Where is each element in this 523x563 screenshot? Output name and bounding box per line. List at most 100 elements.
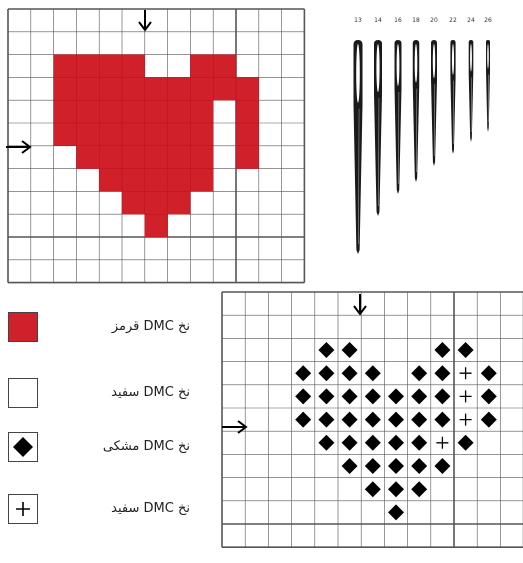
red-cell bbox=[99, 55, 122, 78]
top-arrow-icon bbox=[139, 10, 151, 30]
legend-plus: نخ DMC سفید bbox=[0, 494, 200, 534]
diamond-icon bbox=[318, 342, 334, 358]
red-cell bbox=[76, 146, 99, 169]
legend-label: نخ DMC سفید bbox=[111, 385, 190, 400]
needle-size-label: 18 bbox=[412, 17, 420, 24]
legend-label: نخ DMC مشکی bbox=[103, 439, 190, 454]
diamond-icon bbox=[365, 435, 381, 451]
diamond-icon bbox=[318, 435, 334, 451]
red-cell bbox=[122, 146, 145, 169]
red-cell bbox=[236, 123, 259, 146]
diamond-icon bbox=[481, 388, 497, 404]
red-cell bbox=[190, 100, 213, 123]
diamond-icon bbox=[458, 342, 474, 358]
red-cell bbox=[145, 146, 168, 169]
needle-size-label: 20 bbox=[430, 17, 438, 24]
diamond-icon bbox=[388, 412, 404, 428]
diamond-icon bbox=[411, 458, 427, 474]
plus-icon bbox=[460, 414, 472, 426]
red-cell bbox=[76, 77, 99, 100]
diamond-icon bbox=[365, 388, 381, 404]
diamond-icon bbox=[342, 458, 358, 474]
diamond-icon bbox=[342, 365, 358, 381]
needle-size-label: 24 bbox=[467, 17, 475, 24]
top-arrow-icon bbox=[354, 294, 366, 314]
diamond-icon bbox=[342, 388, 358, 404]
diamond-icon bbox=[365, 481, 381, 497]
legend-label: نخ DMC سفید bbox=[111, 501, 190, 516]
needle-size-label: 22 bbox=[449, 17, 457, 24]
needle-size-label: 26 bbox=[484, 17, 492, 24]
red-cell bbox=[145, 100, 168, 123]
diamond-icon bbox=[12, 436, 34, 458]
red-cell bbox=[190, 146, 213, 169]
diamond-icon bbox=[434, 412, 450, 428]
red-cell bbox=[190, 77, 213, 100]
diamond-icon bbox=[318, 388, 334, 404]
plus-icon bbox=[460, 367, 472, 379]
needle-icon bbox=[486, 40, 490, 132]
red-cell bbox=[145, 169, 168, 192]
red-cell bbox=[190, 123, 213, 146]
red-cell bbox=[190, 169, 213, 192]
red-cell bbox=[54, 55, 77, 78]
diamond-icon bbox=[388, 481, 404, 497]
red-cell bbox=[99, 169, 122, 192]
diamond-icon bbox=[295, 412, 311, 428]
diamond-icon bbox=[342, 435, 358, 451]
red-cell bbox=[54, 123, 77, 146]
diamond-icon bbox=[434, 342, 450, 358]
red-cell bbox=[76, 55, 99, 78]
diamond-icon bbox=[434, 388, 450, 404]
diamond-icon bbox=[434, 365, 450, 381]
red-cell bbox=[168, 123, 191, 146]
red-cell bbox=[54, 100, 77, 123]
diamond-icon bbox=[295, 365, 311, 381]
diamond-icon bbox=[411, 388, 427, 404]
red-cell bbox=[122, 100, 145, 123]
red-cell bbox=[99, 77, 122, 100]
red-cell bbox=[236, 100, 259, 123]
needle-size-label: 13 bbox=[354, 17, 362, 24]
diamond-icon bbox=[388, 504, 404, 520]
diamond-icon bbox=[295, 388, 311, 404]
diamond-icon bbox=[411, 365, 427, 381]
diamond-icon bbox=[388, 435, 404, 451]
diamond-icon bbox=[411, 412, 427, 428]
red-cell bbox=[99, 146, 122, 169]
diamond-swatch bbox=[8, 432, 38, 462]
diamond-icon bbox=[365, 458, 381, 474]
red-cell bbox=[122, 191, 145, 214]
needle-icon bbox=[450, 40, 455, 154]
diamond-icon bbox=[342, 342, 358, 358]
red-cell bbox=[168, 77, 191, 100]
red-cell bbox=[236, 77, 259, 100]
white-swatch bbox=[8, 378, 38, 408]
needle-size-label: 14 bbox=[374, 17, 382, 24]
red-cell bbox=[168, 146, 191, 169]
legend-label: نخ DMC قرمز bbox=[112, 319, 190, 334]
red-cell bbox=[99, 123, 122, 146]
red-cell bbox=[54, 77, 77, 100]
red-cell bbox=[122, 55, 145, 78]
legend-red: نخ DMC قرمز bbox=[0, 312, 200, 352]
red-cell bbox=[168, 169, 191, 192]
diamond-icon bbox=[388, 458, 404, 474]
red-cell bbox=[168, 100, 191, 123]
diamond-icon bbox=[388, 388, 404, 404]
red-cell bbox=[76, 100, 99, 123]
red-cell bbox=[99, 100, 122, 123]
red-cell bbox=[122, 77, 145, 100]
needle-icon bbox=[374, 40, 382, 216]
diamond-icon bbox=[318, 365, 334, 381]
red-swatch bbox=[8, 312, 38, 342]
legend-black: نخ DMC مشکی bbox=[0, 432, 200, 472]
needle-icon bbox=[395, 40, 402, 194]
needle-icon bbox=[413, 40, 420, 182]
needle-icon bbox=[431, 40, 437, 166]
red-cell bbox=[145, 123, 168, 146]
plus-icon bbox=[436, 437, 448, 449]
plus-icon bbox=[14, 500, 32, 518]
red-cell bbox=[145, 77, 168, 100]
